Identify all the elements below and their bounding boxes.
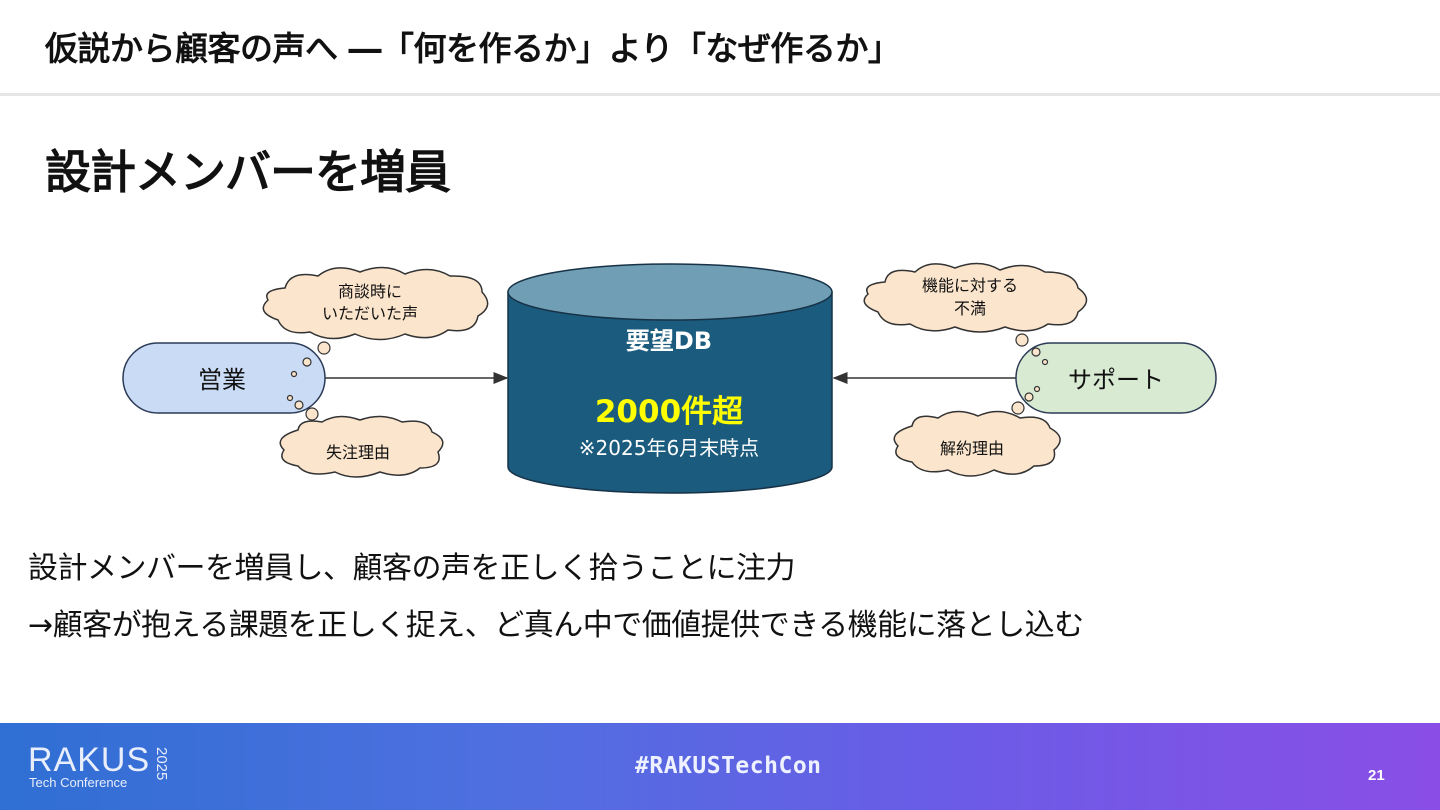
lost-deal-cloud: 失注理由	[279, 415, 444, 478]
sales-actor: 営業	[122, 342, 326, 414]
slide-header: 仮説から顧客の声へ ―「何を作るか」より「なぜ作るか」	[0, 0, 1440, 96]
cloud-shape	[863, 262, 1088, 333]
requests-database: 要望DB 2000件超 ※2025年6月末時点	[507, 263, 833, 494]
cancellation-cloud: 解約理由	[893, 410, 1061, 477]
cloud-text: 失注理由	[326, 443, 390, 462]
page-number: 21	[1368, 767, 1385, 784]
count-date-note: ※2025年6月末時点	[579, 436, 759, 460]
body-text-line2: →顧客が抱える課題を正しく捉え、ど真ん中で価値提供できる機能に落とし込む	[28, 608, 1084, 643]
sales-label: 営業	[198, 366, 246, 394]
cloud-text-line2: 不満	[954, 299, 986, 318]
brand-logo-text: RAKUS	[28, 741, 151, 779]
database-body	[507, 291, 833, 494]
slide-title: 仮説から顧客の声へ ―「何を作るか」より「なぜ作るか」	[45, 29, 901, 68]
support-actor: サポート	[1015, 342, 1217, 414]
cloud-shape	[893, 410, 1061, 477]
support-thought-bubbles-top	[1015, 333, 1049, 366]
event-hashtag: #RAKUSTechCon	[635, 753, 822, 779]
cloud-text: 解約理由	[940, 439, 1004, 458]
sales-thought-bubbles-top	[290, 341, 331, 378]
section-title: 設計メンバーを増員	[45, 145, 451, 199]
brand-subtitle: Tech Conference	[29, 775, 128, 790]
complaint-cloud: 機能に対する 不満	[863, 262, 1088, 333]
cloud-text-line1: 商談時に	[338, 282, 402, 301]
cloud-text-line2: いただいた声	[322, 304, 418, 323]
cloud-shape	[262, 266, 489, 341]
support-label: サポート	[1068, 366, 1164, 394]
sales-shape	[122, 342, 326, 414]
database-label: 要望DB	[626, 327, 712, 355]
slide-footer: RAKUS Tech Conference 2025 #RAKUSTechCon…	[0, 723, 1440, 810]
body-text-line1: 設計メンバーを増員し、顧客の声を正しく拾うことに注力	[28, 551, 796, 586]
support-thought-bubbles-bottom	[1011, 385, 1041, 415]
sales-voice-cloud: 商談時に いただいた声	[262, 266, 489, 341]
request-count: 2000件超	[595, 394, 744, 430]
cloud-shape	[279, 415, 444, 478]
cloud-text-line1: 機能に対する	[922, 276, 1018, 295]
database-top	[507, 263, 833, 321]
sales-thought-bubbles-bottom	[286, 394, 319, 421]
brand-year: 2025	[153, 747, 170, 781]
support-shape	[1015, 342, 1217, 414]
